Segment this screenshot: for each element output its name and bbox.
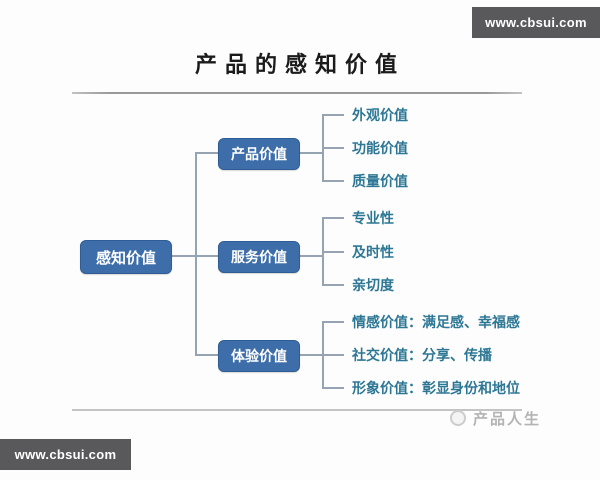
leaf-stub <box>322 180 344 182</box>
connector-root-horizontal <box>170 255 218 257</box>
title-divider <box>72 92 522 94</box>
site-url-top: www.cbsui.com <box>485 15 587 30</box>
leaf-appearance-value: 外观价值 <box>352 107 408 123</box>
leaf-timeliness: 及时性 <box>352 244 394 260</box>
leaf-emotional-value: 情感价值：满足感、幸福感 <box>352 314 520 330</box>
leaf-quality-value: 质量价值 <box>352 173 408 189</box>
leaf-image-value: 形象价值：彰显身份和地位 <box>352 380 520 396</box>
bottom-divider <box>72 409 522 411</box>
brand-watermark: 产品人生 <box>473 411 542 428</box>
connector-branch1-right <box>298 152 322 154</box>
site-url-banner-bottom: www.cbsui.com <box>0 439 131 470</box>
connector-branch2-right <box>298 255 322 257</box>
leaf-stub <box>322 387 344 389</box>
connector-branch1-stub <box>195 152 218 154</box>
node-perceived-value: 感知价值 <box>80 240 172 274</box>
node-service-value: 服务价值 <box>218 241 300 273</box>
brand-logo-icon <box>450 410 466 426</box>
leaf-stub <box>322 217 344 219</box>
leaf-friendliness: 亲切度 <box>352 277 394 293</box>
connector-branch3-right <box>298 354 322 356</box>
leaf-professionalism: 专业性 <box>352 210 394 226</box>
leaf-stub <box>322 147 344 149</box>
site-url-banner-top: www.cbsui.com <box>472 7 600 38</box>
page-title: 产品的感知价值 <box>194 52 405 77</box>
leaf-function-value: 功能价值 <box>352 140 408 156</box>
leaf-social-value: 社交价值：分享、传播 <box>352 347 492 363</box>
leaf-stub <box>322 284 344 286</box>
leaf-stub <box>322 114 344 116</box>
connector-branch3-stub <box>195 354 218 356</box>
node-experience-value: 体验价值 <box>218 340 300 372</box>
leaf-stub <box>322 251 344 253</box>
connector-trunk-vertical <box>195 152 197 356</box>
leaf-stub <box>322 354 344 356</box>
site-url-bottom: www.cbsui.com <box>14 447 117 462</box>
node-product-value: 产品价值 <box>218 138 300 170</box>
leaf-stub <box>322 321 344 323</box>
